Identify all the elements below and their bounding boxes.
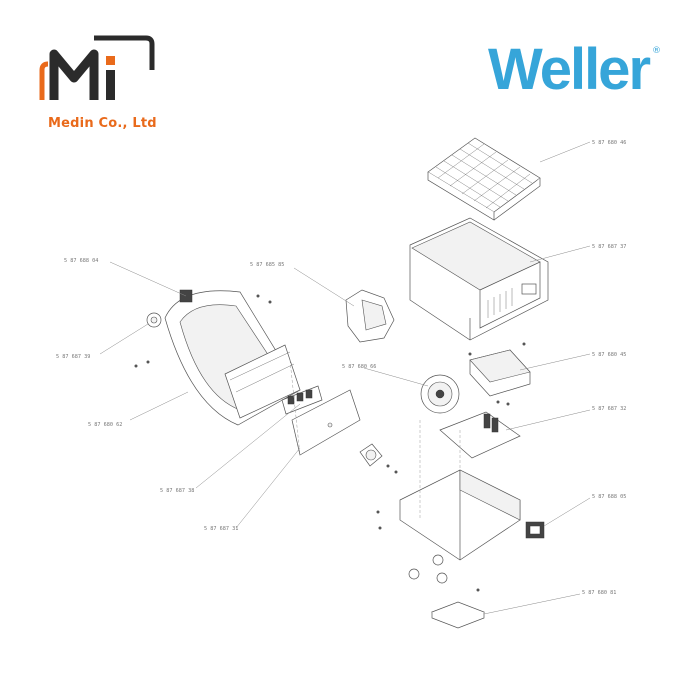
feet [408, 554, 448, 584]
socket-connector [359, 443, 383, 467]
label-knob: 5 87 687 39 [56, 354, 90, 360]
screws [134, 294, 526, 592]
base-plate [431, 601, 485, 629]
label-power-switch: 5 87 688 05 [592, 494, 626, 500]
display-board [281, 385, 323, 415]
label-control-board: 5 87 687 32 [592, 406, 626, 412]
chassis [399, 420, 521, 561]
label-front-housing: 5 87 680 62 [88, 422, 122, 428]
grid-tray [427, 137, 541, 221]
label-grid-tray: 5 87 680 46 [592, 140, 626, 146]
label-front-housing-switch: 5 87 688 04 [64, 258, 98, 264]
label-transformer-box: 5 87 680 45 [592, 352, 626, 358]
bracket [345, 289, 395, 343]
label-bracket: 5 87 685 85 [250, 262, 284, 268]
label-top-cover: 5 87 687 37 [592, 244, 626, 250]
fan [420, 374, 460, 414]
label-base-plate: 5 87 680 81 [582, 590, 616, 596]
weller-logo: Weller [488, 37, 651, 102]
leader-lines [99, 141, 591, 615]
top-cover [409, 217, 549, 341]
medin-logo-text: Medin Co., Ltd [48, 116, 157, 131]
label-fan: 5 87 680 66 [342, 364, 376, 370]
knob [146, 312, 162, 328]
part-labels: 5 87 680 46 5 87 687 37 5 87 688 04 5 87… [56, 140, 626, 596]
label-connector-board: 5 87 687 31 [204, 526, 238, 532]
transformer-box [469, 349, 531, 397]
front-housing [164, 290, 301, 426]
power-switch [525, 521, 545, 539]
registered-mark: ® [652, 46, 661, 56]
connector-board [289, 359, 361, 456]
label-display-board: 5 87 687 38 [160, 488, 194, 494]
control-board [439, 411, 521, 459]
medin-logo [39, 35, 155, 100]
